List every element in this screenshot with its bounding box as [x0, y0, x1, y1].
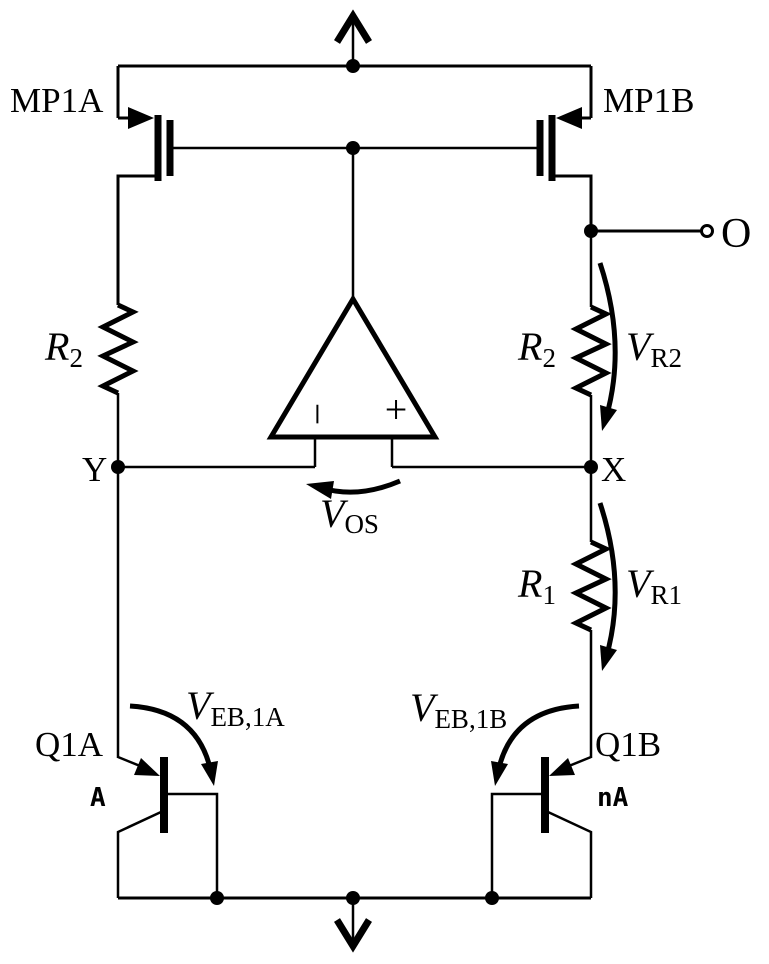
- gate-net: [170, 141, 540, 300]
- veb1a-arrow-arc: [129, 703, 214, 773]
- output-terminal-circle: [700, 224, 714, 238]
- r2-left-resistor: [97, 302, 139, 396]
- mp1a-transistor: MP1A: [10, 66, 174, 305]
- veb1a-label: VEB,1A: [186, 683, 285, 732]
- q1a-base-node-dot: [210, 891, 224, 905]
- vr1-arrow-arc: [597, 502, 618, 659]
- ground-arrow-icon: [334, 918, 372, 953]
- q1a-emitter-arrow-icon: [134, 758, 160, 776]
- q1b-transistor: Q1B nA VEB,1B: [410, 685, 661, 898]
- opamp: − +: [266, 294, 440, 467]
- mp1a-source-arrow-icon: [128, 107, 154, 129]
- q1b-area-label: nA: [597, 783, 629, 813]
- vr2-label: VR2: [626, 324, 682, 373]
- q1a-base-wire: [168, 792, 219, 898]
- opamp-noninverting-marker: +: [385, 387, 408, 432]
- mp1a-label: MP1A: [10, 81, 104, 120]
- node-x-label: X: [601, 450, 626, 489]
- q1a-collector-wire: [116, 810, 162, 898]
- mp1a-drain-wire: [116, 174, 158, 305]
- vos-arrow-head-icon: [306, 481, 334, 499]
- r2-left-label: R2: [44, 324, 83, 373]
- mp1b-label: MP1B: [603, 81, 694, 120]
- q1b-label: Q1B: [595, 725, 661, 764]
- q1a-label: Q1A: [35, 725, 104, 764]
- r1-label: R1: [517, 561, 556, 610]
- vdd-supply: [118, 9, 591, 73]
- veb1b-label: VEB,1B: [410, 685, 507, 734]
- vr1-label: VR1: [626, 561, 682, 610]
- vr2-arrow-arc: [597, 262, 618, 419]
- q1a-area-label: A: [90, 783, 106, 813]
- q1b-collector-wire: [547, 810, 593, 898]
- vos-label: VOS: [320, 491, 379, 539]
- r2-right-label: R2: [517, 324, 556, 373]
- q1b-emitter-arrow-icon: [549, 758, 575, 776]
- veb1b-arrow-arc: [495, 703, 580, 773]
- node-y-label: Y: [82, 450, 107, 489]
- vr2-arrow-head-icon: [600, 405, 617, 431]
- right-branch: O R2 VR2 X R1 VR1: [392, 211, 751, 758]
- output-terminal-label: O: [721, 211, 751, 257]
- vdd-node-dot: [346, 59, 360, 73]
- mp1b-source-arrow-icon: [556, 107, 582, 129]
- r2-right-resistor: [570, 304, 612, 398]
- vdd-arrow-icon: [334, 9, 372, 44]
- vos-annotation: VOS: [306, 478, 401, 539]
- veb1a-arrow-head-icon: [201, 761, 218, 786]
- mp1b-transistor: MP1B: [536, 66, 694, 231]
- ground: [118, 891, 591, 953]
- q1b-base-node-dot: [485, 891, 499, 905]
- left-branch: R2 Y: [44, 302, 315, 758]
- r1-resistor: [570, 539, 612, 633]
- opamp-triangle: [266, 294, 440, 440]
- q1b-base-wire: [490, 792, 541, 898]
- mp1b-drain-wire: [552, 174, 593, 231]
- opamp-inverting-marker: −: [295, 403, 340, 426]
- vr1-arrow-head-icon: [600, 645, 617, 671]
- q1a-transistor: Q1A A VEB,1A: [35, 683, 285, 898]
- veb1b-arrow-head-icon: [491, 761, 508, 786]
